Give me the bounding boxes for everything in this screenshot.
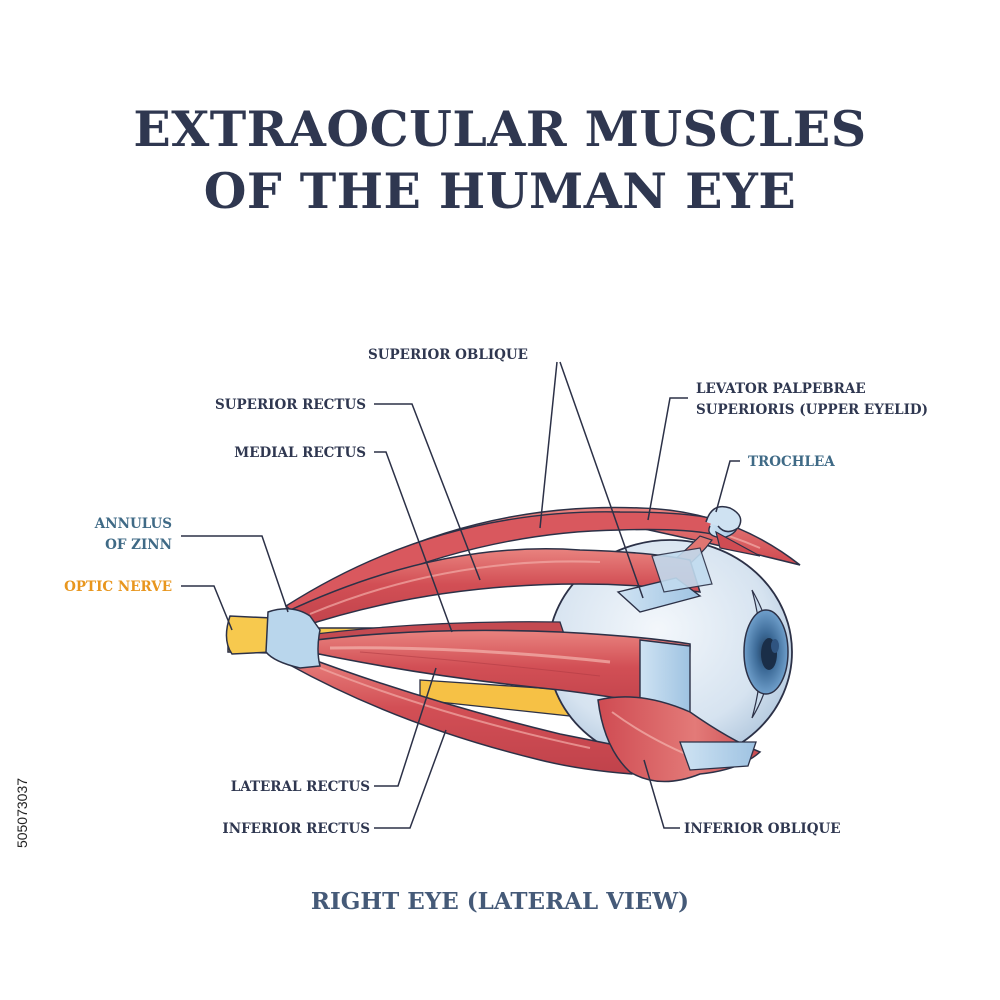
iris (743, 609, 789, 695)
label-lateral-rectus: LATERAL RECTUS (231, 779, 370, 795)
leader-lines (181, 361, 740, 829)
diagram-caption: RIGHT EYE (LATERAL VIEW) (310, 888, 690, 915)
leader-superior-oblique-2 (559, 361, 644, 599)
label-trochlea: TROCHLEA (748, 454, 835, 470)
title-line-2: OF THE HUMAN EYE (203, 162, 797, 220)
label-levator-line-2: SUPERIORIS (UPPER EYELID) (696, 402, 928, 418)
label-annulus-line-1: ANNULUS (94, 516, 172, 532)
leader-inferior-oblique (643, 759, 680, 829)
label-superior-rectus: SUPERIOR RECTUS (215, 397, 366, 413)
leader-medial-rectus (374, 451, 453, 633)
leader-superior-rectus (374, 403, 481, 581)
annulus-of-zinn-shape (265, 608, 321, 669)
leader-levator (647, 397, 688, 521)
title-line-1: EXTRAOCULAR MUSCLES (133, 100, 867, 158)
label-superior-oblique: SUPERIOR OBLIQUE (368, 347, 528, 363)
diagram-title: EXTRAOCULAR MUSCLES OF THE HUMAN EYE (0, 98, 1000, 222)
label-medial-rectus: MEDIAL RECTUS (234, 445, 366, 461)
label-optic-nerve: OPTIC NERVE (64, 579, 172, 595)
leader-inferior-rectus (374, 729, 447, 829)
leader-superior-oblique-1 (539, 361, 558, 529)
stock-image-id: 505073037 (14, 777, 30, 849)
label-inferior-rectus: INFERIOR RECTUS (222, 821, 370, 837)
leader-annulus (181, 535, 289, 613)
label-inferior-oblique: INFERIOR OBLIQUE (684, 821, 841, 837)
leader-trochlea (715, 460, 740, 513)
leader-lateral-rectus (374, 667, 437, 787)
label-levator-line-1: LEVATOR PALPEBRAE (696, 381, 866, 397)
label-annulus-line-2: OF ZINN (105, 537, 172, 553)
leader-optic-nerve (181, 585, 233, 631)
